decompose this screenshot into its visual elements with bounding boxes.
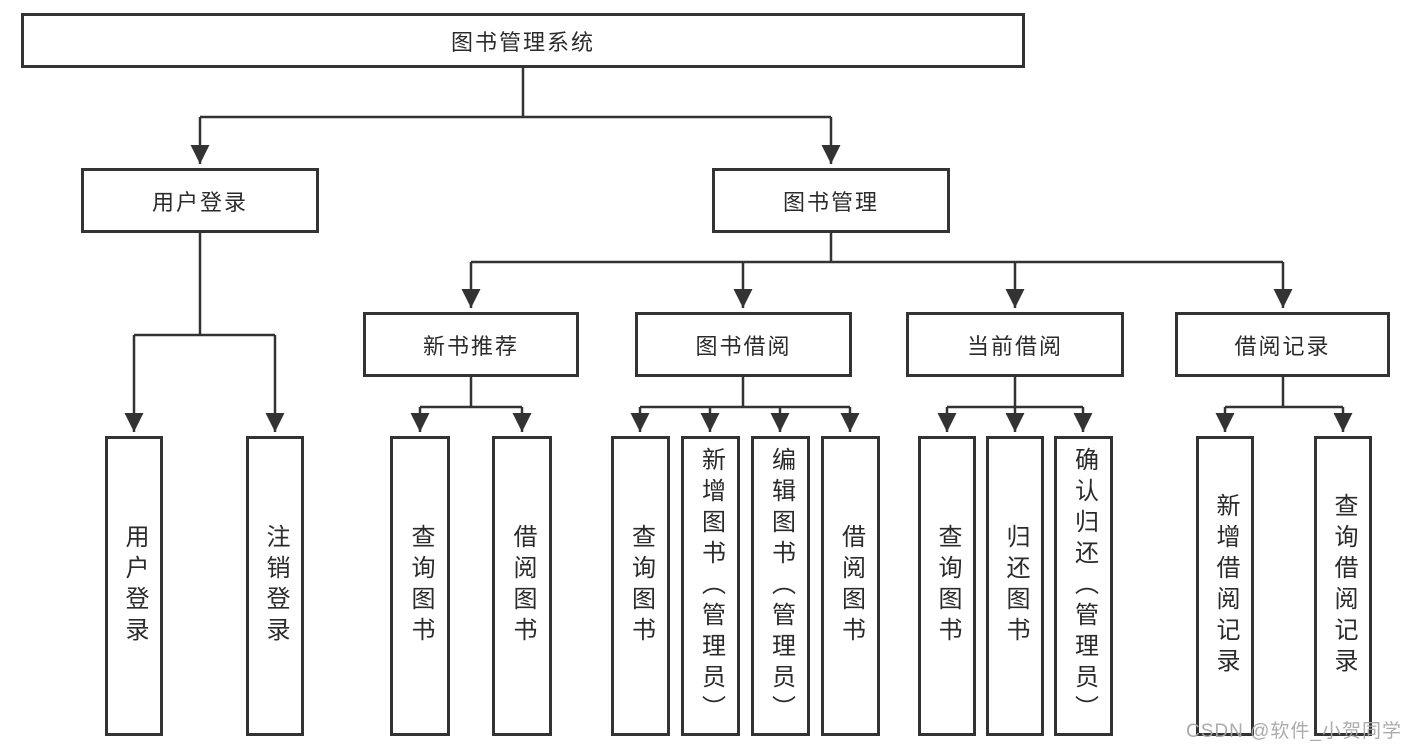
leaf-logout: 注销登录 [246, 436, 304, 736]
leaf-add-books-admin: 新增图书（管理员） [681, 436, 740, 736]
node-root-library-management-system: 图书管理系统 [21, 13, 1025, 68]
node-label: 借阅图书 [509, 524, 536, 648]
node-label: 用户登录 [151, 189, 248, 215]
leaf-query-books-borrow: 查询图书 [611, 436, 670, 736]
leaf-borrow-books: 借阅图书 [821, 436, 880, 736]
node-label: 图书管理系统 [450, 29, 595, 55]
node-new-book-recommend: 新书推荐 [363, 312, 579, 377]
leaf-return-books: 归还图书 [986, 436, 1044, 736]
node-label: 新书推荐 [422, 333, 519, 359]
node-label: 注销登录 [262, 524, 289, 648]
node-label: 图书管理 [782, 189, 879, 215]
node-label: 查询图书 [407, 524, 434, 648]
node-book-borrow: 图书借阅 [635, 312, 852, 377]
node-book-management: 图书管理 [712, 168, 950, 233]
leaf-edit-books-admin: 编辑图书（管理员） [751, 436, 810, 736]
node-label: 归还图书 [1002, 524, 1029, 648]
leaf-query-borrow-record: 查询借阅记录 [1314, 436, 1372, 736]
node-current-borrow: 当前借阅 [906, 312, 1124, 377]
leaf-add-borrow-record: 新增借阅记录 [1196, 436, 1254, 736]
node-label: 当前借阅 [966, 333, 1063, 359]
leaf-borrow-books-recommend: 借阅图书 [492, 436, 552, 736]
node-label: 查询借阅记录 [1330, 493, 1357, 679]
node-label: 查询图书 [627, 524, 655, 648]
leaf-query-books-recommend: 查询图书 [390, 436, 450, 736]
node-label: 确认归还（管理员） [1070, 446, 1098, 726]
leaf-query-books-current: 查询图书 [918, 436, 976, 736]
node-borrow-records: 借阅记录 [1175, 312, 1390, 377]
node-label: 编辑图书（管理员） [767, 446, 795, 726]
node-label: 图书借阅 [695, 333, 792, 359]
node-label: 借阅图书 [837, 524, 865, 648]
leaf-user-login: 用户登录 [105, 436, 163, 736]
node-label: 查询图书 [934, 524, 961, 648]
node-label: 借阅记录 [1234, 333, 1331, 359]
csdn-watermark: CSDN @软件_小贺同学 [1186, 721, 1402, 742]
node-label: 新增借阅记录 [1212, 493, 1239, 679]
leaf-confirm-return-admin: 确认归还（管理员） [1054, 436, 1113, 736]
node-user-login: 用户登录 [81, 168, 319, 233]
node-label: 新增图书（管理员） [697, 446, 725, 726]
node-label: 用户登录 [121, 524, 148, 648]
